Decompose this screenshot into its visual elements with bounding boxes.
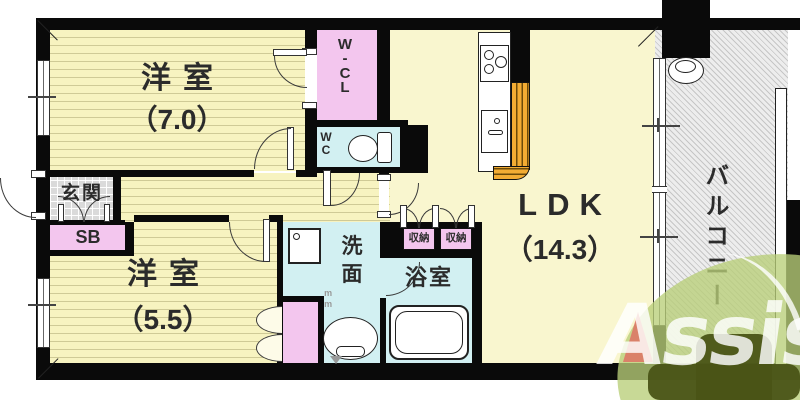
door-leaf [400, 205, 407, 228]
entrance-door-arc [0, 178, 36, 218]
door-leaf [273, 49, 307, 56]
burner-icon [484, 50, 494, 60]
wall [283, 296, 318, 302]
storage1-box [403, 228, 435, 250]
door-jamb [31, 170, 46, 178]
wall [49, 220, 125, 225]
bedroom2-label: 洋室 [127, 258, 211, 291]
storage2-label: 収納 [445, 232, 467, 244]
dimension-tick [640, 236, 678, 238]
faucet-dot-icon [494, 118, 500, 124]
washer-dot-icon [293, 233, 300, 240]
sink-handle-icon [488, 130, 503, 135]
bathroom-label: 浴室 [404, 265, 453, 290]
burner-icon [484, 64, 494, 74]
wall [313, 120, 408, 127]
wall [36, 18, 800, 30]
storage2-box [440, 228, 472, 250]
door-leaf [104, 204, 110, 222]
bedroom2-size: （5.5） [115, 304, 211, 335]
kitchen-sink-icon [481, 110, 508, 153]
wall [269, 215, 277, 222]
shoebox-area [49, 225, 126, 252]
wall [125, 222, 134, 256]
wall [36, 363, 800, 380]
dimension-tick [642, 125, 680, 127]
wall [472, 222, 482, 363]
toilet-icon [348, 135, 378, 162]
wall [510, 18, 530, 82]
washroom-note: mm [323, 288, 334, 310]
door-opening [305, 51, 317, 109]
watermark-brand-text: Assist [593, 286, 800, 384]
toilet-tank-icon [377, 132, 392, 163]
wall [134, 215, 229, 222]
door-leaf [58, 204, 64, 222]
bedroom1-label: 洋室 [141, 62, 225, 95]
washbasin-inner-icon [336, 346, 365, 357]
window [37, 60, 50, 136]
ldk-size: （14.3） [504, 234, 616, 265]
balcony-faucet-top-icon [675, 60, 696, 73]
door-leaf [432, 205, 439, 228]
bedroom1-size: （7.0） [129, 104, 225, 135]
door-leaf [468, 205, 475, 228]
bathtub-inner-icon [395, 311, 463, 354]
toilet-label: W C [320, 130, 332, 158]
dimension-tick [28, 304, 56, 306]
wall [305, 167, 428, 173]
wall [377, 27, 390, 127]
entrance-label: 玄関 [60, 183, 103, 204]
shoebox-label: SB [75, 227, 101, 247]
dimension-tick [657, 229, 659, 243]
wall [113, 173, 121, 222]
door-opening [380, 258, 386, 298]
door-opening [379, 179, 389, 211]
door-jamb [302, 102, 317, 109]
wall [50, 170, 254, 177]
burner-icon [495, 56, 507, 68]
dimension-tick [28, 96, 56, 98]
wall [400, 125, 428, 173]
wall [296, 170, 317, 177]
window [37, 278, 50, 348]
wall [379, 167, 389, 179]
wall [277, 215, 283, 363]
kitchen-counter-orange [511, 82, 530, 170]
walkin-closet-label: W - C L [337, 36, 353, 96]
storage1-label: 収納 [408, 232, 430, 244]
balcony-pillar [662, 0, 710, 58]
door-leaf [323, 170, 331, 206]
door-marker [330, 356, 342, 364]
ldk-label: LDK [518, 187, 612, 222]
watermark-cross [648, 364, 800, 400]
dimension-tick [657, 118, 659, 132]
wall [318, 296, 324, 363]
washroom-label: 洗 面 [341, 235, 363, 287]
closet-area [283, 302, 318, 363]
window-divider [652, 186, 667, 193]
door-jamb [377, 174, 391, 181]
wall [49, 250, 132, 256]
walkin-closet-area [313, 30, 377, 121]
